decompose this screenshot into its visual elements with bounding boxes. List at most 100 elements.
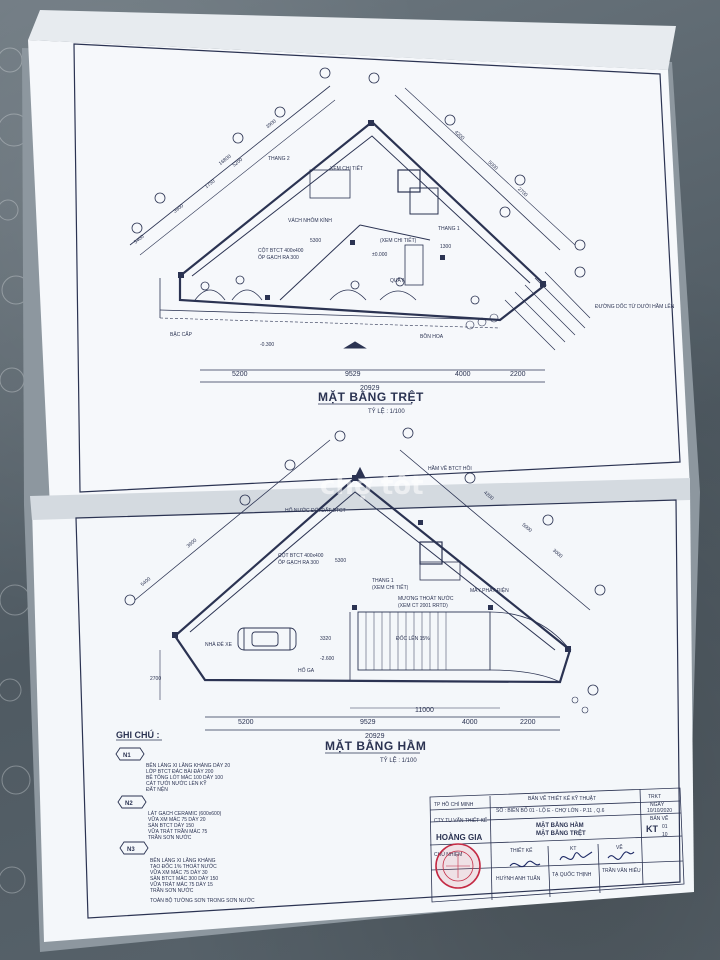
grid-bubbles — [131, 67, 586, 305]
top-dim-bottom-3: 2200 — [510, 371, 526, 378]
top-dim-inner-0: 5300 — [310, 238, 321, 244]
note-n1: N1 BÊN LÁNG XI LĂNG KHÁNG DÀY 20 LỚP BTC… — [115, 747, 230, 793]
basement-elevator-box — [419, 541, 443, 565]
bot-label-4: (XEM CHI TIẾT) — [372, 584, 409, 591]
bot-label-1: CỘT BTCT 400x400 — [278, 552, 324, 559]
tb-role-0: CHỦ NHIỆM — [434, 850, 462, 858]
svg-text:VỮA XM MÁC 75 DÀY 20: VỮA XM MÁC 75 DÀY 20 — [148, 816, 206, 823]
ground-floor-plan — [129, 67, 591, 383]
top-label-7: QUẦY — [390, 277, 405, 284]
tb-company: CTY TU VẤN THIẾT KẾ — [434, 817, 488, 824]
notes-legend: GHI CHÚ : N1 BÊN LÁNG XI LĂNG KHÁNG DÀY … — [115, 729, 255, 904]
tb-drawing-kind: BẢN VẼ THIẾT KẾ KỸ THUẬT — [528, 795, 596, 802]
top-dim-bottom-2: 4000 — [455, 371, 471, 378]
svg-text:VỮA XM MÁC 75 DÀY 30: VỮA XM MÁC 75 DÀY 30 — [150, 869, 208, 876]
top-level-1: -0.300 — [260, 342, 274, 348]
top-page-curl — [28, 10, 676, 70]
svg-text:N2: N2 — [125, 801, 133, 807]
top-label-1: XEM CHI TIẾT — [330, 165, 363, 172]
tb-address: SỐ : BIÊN BỐ 01 - LỘ E - CHỢ LỚN - P.11 … — [496, 806, 605, 814]
basement-plan — [124, 427, 606, 731]
tb-sheet-page: 01 — [662, 824, 668, 830]
bot-dim-total: 20929 — [365, 733, 385, 740]
tb-person-0: HUỲNH ANH TUẤN — [496, 875, 541, 882]
bot-label-3: THANG 1 — [372, 578, 394, 584]
svg-text:LỚP BTCT ĐÁC BÀI ĐÁY 200: LỚP BTCT ĐÁC BÀI ĐÁY 200 — [146, 768, 214, 775]
note-general: TOÀN BỘ TƯỜNG SƠN TRONG SƠN NƯỚC — [150, 897, 255, 904]
top-label-2: VÁCH NHÔM KÍNH — [288, 217, 332, 224]
stair-1-box — [409, 187, 439, 215]
top-dim-bottom-1: 9529 — [345, 371, 361, 378]
top-label-0: THANG 2 — [268, 156, 290, 162]
top-dim-inner-1: 1300 — [440, 244, 451, 250]
bottom-sheet-frame — [75, 499, 681, 919]
top-dim-left-0: 5400 — [133, 234, 146, 246]
tb-sheet-label: BẢN VẼ — [650, 815, 669, 822]
basement-inner-wall — [189, 491, 556, 651]
note-n3: N3 BÊN LÁNG XI LĂNG KHÁNG TẠO ĐỐC 1% THO… — [119, 841, 218, 894]
ramp-hatch — [504, 271, 591, 351]
bot-label-8: ĐỐC LÊN 15% — [396, 634, 430, 642]
svg-text:VỮA TRÁT MÁC 75 DÀY 15: VỮA TRÁT MÁC 75 DÀY 15 — [150, 881, 213, 888]
top-label-4: ỐP GẠCH RA 300 — [258, 254, 299, 261]
svg-text:BÊN LÁNG XI LĂNG KHÁNG: BÊN LÁNG XI LĂNG KHÁNG — [150, 856, 216, 864]
tb-person-2: TRẦN VĂN HIẾU — [602, 867, 641, 874]
tb-sheet-title-2: MẶT BẰNG TRỆT — [536, 829, 586, 837]
car-symbol — [237, 627, 297, 651]
tb-role-3: VẼ — [616, 844, 623, 851]
bot-dim-bottom-0: 5200 — [238, 719, 254, 726]
bot-dim-left-2: 2700 — [150, 676, 161, 682]
bot-dim-right-1: 5000 — [520, 522, 533, 534]
note-n2: N2 LÁT GẠCH CERAMIC (600x600) VỮA XM MÁC… — [117, 795, 222, 841]
svg-text:TẠO ĐỐC 1% THOÁT NƯỚC: TẠO ĐỐC 1% THOÁT NƯỚC — [150, 863, 217, 870]
top-plan-title: MẶT BẰNG TRỆT — [318, 389, 424, 404]
top-label-10: ĐƯỜNG DỐC TỪ DƯỚI HẦM LÊN — [595, 302, 675, 310]
bot-dim-left-1: 3900 — [186, 538, 199, 550]
tb-role-1: THIẾT KẾ — [510, 847, 533, 854]
bot-label-5: MƯƠNG THOÁT NƯỚC — [398, 595, 454, 602]
top-dim-left-2: 1750 — [204, 178, 217, 190]
notes-title: GHI CHÚ : — [116, 729, 160, 740]
bot-dim-bottom-3: 2200 — [520, 719, 536, 726]
tb-code-label: TRKT — [648, 794, 661, 800]
svg-text:BÊN LÁNG XI LĂNG KHÁNG DÀY 20: BÊN LÁNG XI LĂNG KHÁNG DÀY 20 — [146, 761, 230, 769]
bot-dim-bottom-2: 4000 — [462, 719, 478, 726]
top-label-5: THANG 1 — [438, 226, 460, 232]
bot-label-0: HỐ NƯỚC ĐỔI ĐẤT BTCT — [285, 507, 346, 514]
bot-label-11: HẦM VỀ BTCT HỒI — [428, 465, 472, 472]
signatures — [509, 851, 635, 868]
tb-person-1: TẠ QUỐC THỊNH — [552, 871, 592, 878]
top-label-8: BẬC CẤP — [170, 331, 193, 338]
ground-floor-inner-wall — [191, 135, 531, 284]
top-level-0: ±0.000 — [372, 252, 387, 258]
stair-2-box — [309, 169, 351, 199]
tb-city: TP HỒ CHÍ MINH — [434, 801, 474, 808]
bot-dim-bottom-1: 9529 — [360, 719, 376, 726]
bot-dim-right-2: 3000 — [551, 548, 564, 560]
svg-text:N1: N1 — [123, 753, 131, 759]
bottom-plan-title: MẶT BẰNG HẦM — [325, 738, 426, 753]
top-dim-total: 20929 — [360, 385, 380, 392]
page-fold — [30, 478, 690, 520]
top-page — [28, 40, 690, 508]
top-label-9: BỒN HOA — [420, 333, 444, 340]
tb-sheet-number: KT — [646, 824, 658, 834]
top-plan-scale: TỶ LỆ : 1/100 — [368, 407, 405, 415]
top-dim-topleft-1: 3900 — [265, 118, 278, 130]
svg-text:VỮA TRÁT TRẦN MÁC 75: VỮA TRÁT TRẦN MÁC 75 — [148, 828, 208, 835]
glass-partition — [279, 224, 361, 301]
tb-date-value: 10/10/2020 — [647, 808, 672, 814]
bot-label-7: NHÀ ĐỂ XE — [205, 641, 233, 648]
svg-text:ĐẤT NỆN: ĐẤT NỆN — [146, 785, 168, 793]
svg-text:N3: N3 — [127, 847, 135, 853]
top-sheet-frame — [73, 43, 681, 493]
basement-ramp — [357, 611, 491, 671]
svg-text:SÀN BTCT DÀY 150: SÀN BTCT DÀY 150 — [148, 822, 194, 829]
tb-brand: HOÀNG GIA — [436, 833, 482, 842]
bot-label-6: (XEM CT 2001 RRTD) — [398, 603, 448, 609]
top-dim-bottom-0: 5200 — [232, 371, 248, 378]
tb-date-label: NGÀY — [650, 801, 665, 808]
bot-dim-right-0: 4200 — [482, 490, 495, 502]
svg-text:TRẦN SƠN NƯỚC: TRẦN SƠN NƯỚC — [150, 887, 194, 894]
ground-floor-outline — [178, 120, 547, 322]
